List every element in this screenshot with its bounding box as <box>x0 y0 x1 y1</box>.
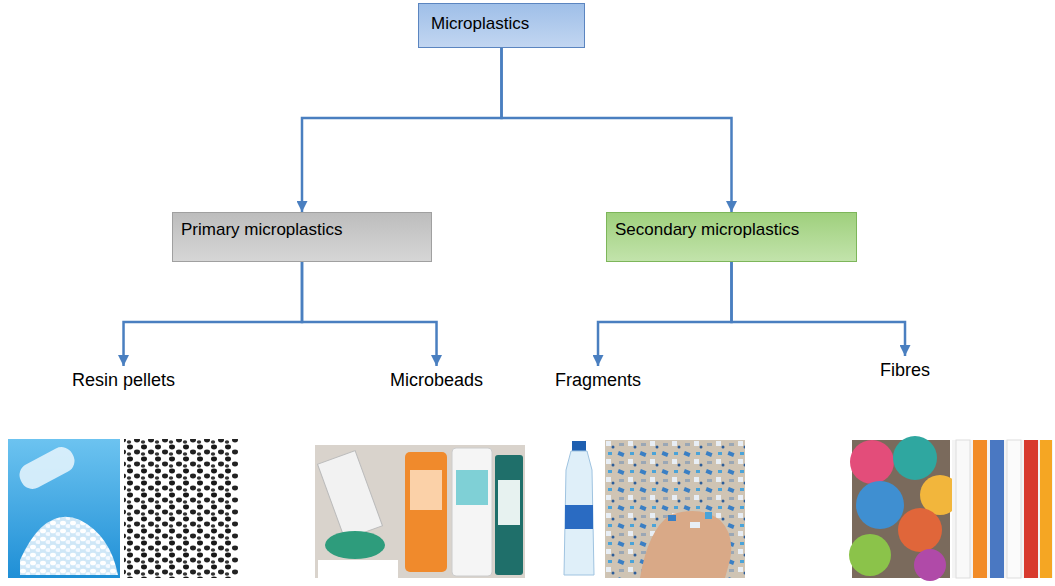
photo-ground <box>952 440 1053 578</box>
fabric-roll <box>1040 440 1052 578</box>
fragments-picture <box>555 440 745 578</box>
type-label: Microbeads <box>388 366 485 396</box>
hand <box>640 511 731 578</box>
photo-ground <box>8 439 120 578</box>
microbeads-picture <box>315 445 525 578</box>
bottle <box>495 455 523 575</box>
branch-arrow <box>124 262 302 366</box>
node-text: Resin pellets <box>72 370 175 392</box>
pellet-pile <box>20 517 118 575</box>
yarn-ball <box>849 534 891 576</box>
type-label: Resin pellets <box>70 366 177 396</box>
type-label: Fibres <box>878 356 932 386</box>
branch-arrow <box>732 262 906 356</box>
yarn-ball <box>856 481 904 529</box>
type-label: Fragments <box>553 366 643 396</box>
yarn-ball <box>893 436 937 480</box>
water-bottle <box>564 451 594 575</box>
root-box: Microplastics <box>418 3 585 48</box>
tube <box>318 451 383 540</box>
fabric-roll <box>973 440 987 578</box>
yarn-ball <box>914 549 946 581</box>
yarn-ball <box>850 440 894 484</box>
node-text: Microbeads <box>390 370 483 392</box>
node-text: Microplastics <box>431 14 529 34</box>
test-tube <box>15 443 78 493</box>
bottle-cap <box>572 441 586 451</box>
black-pellets <box>124 439 238 578</box>
branch-arrow <box>302 262 437 366</box>
bottle <box>405 452 447 572</box>
bottle-label <box>565 505 593 529</box>
fabric-roll <box>1007 440 1021 578</box>
fragment <box>668 515 676 521</box>
node-text: Primary microplastics <box>181 220 343 240</box>
node-text: Fibres <box>880 360 930 382</box>
fabric-roll <box>956 440 970 578</box>
photo-ground <box>315 445 525 578</box>
node-text: Secondary microplastics <box>615 220 799 240</box>
photo-ground <box>555 440 603 578</box>
category-box: Primary microplastics <box>172 212 432 262</box>
bottle-label <box>456 470 488 505</box>
soap <box>325 531 385 559</box>
plastic-debris <box>605 440 745 578</box>
fabric-roll <box>990 440 1004 578</box>
bottle-label <box>498 480 520 525</box>
resin-pellets-picture <box>8 439 238 578</box>
fibres-picture <box>849 436 1053 581</box>
branch-arrow <box>302 48 502 212</box>
fragment <box>690 522 700 528</box>
branch-arrow <box>502 48 732 212</box>
node-text: Fragments <box>555 370 641 392</box>
fabric-roll <box>1024 440 1038 578</box>
bottle <box>452 448 492 576</box>
yarn-ball <box>898 508 942 552</box>
fragment <box>705 512 712 519</box>
branch-arrow <box>598 262 731 366</box>
towel <box>318 560 398 578</box>
category-box: Secondary microplastics <box>606 212 857 262</box>
bottle-label <box>410 470 442 510</box>
